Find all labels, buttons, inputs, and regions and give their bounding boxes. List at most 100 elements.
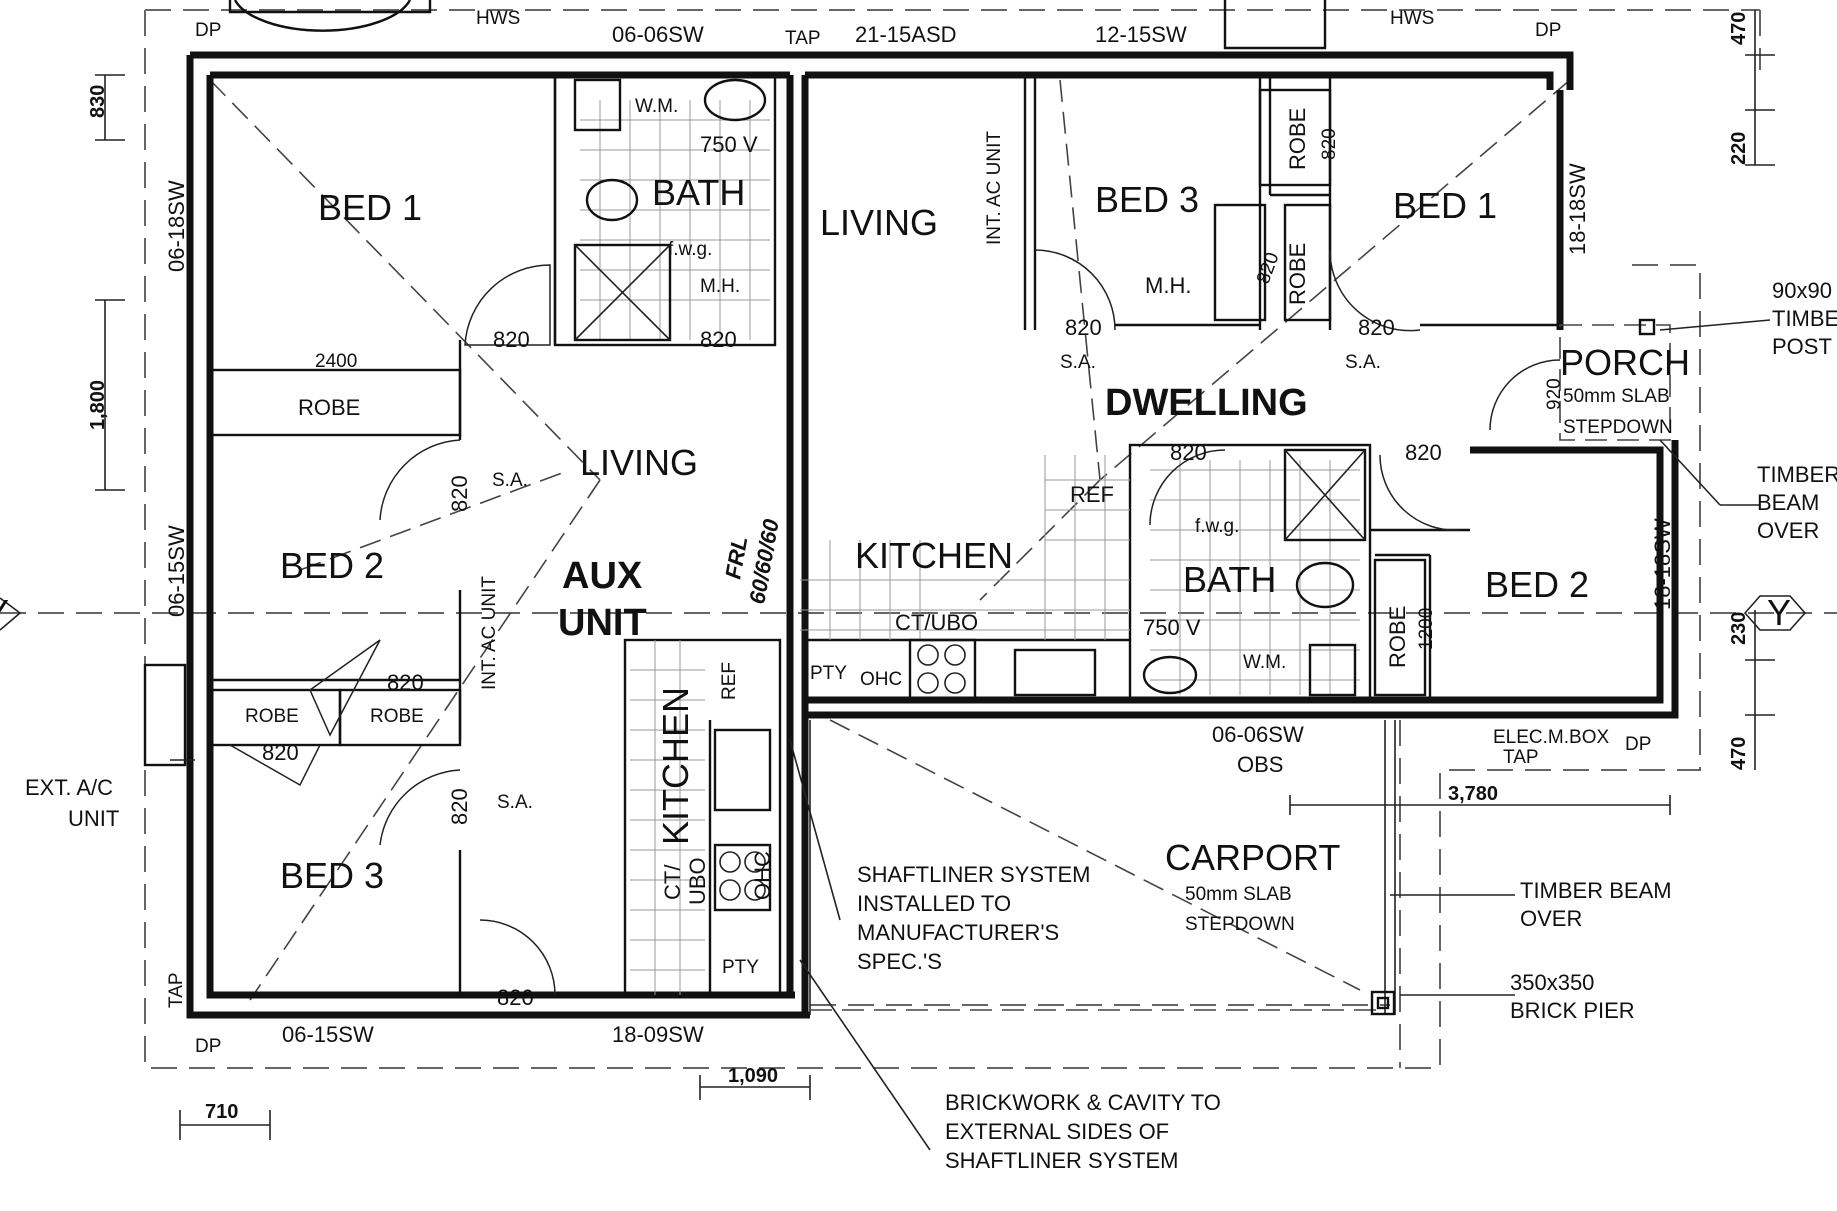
aux-unit-labels: BED 1 BATH LIVING BED 2 BED 3 AUX UNIT K… [164,8,784,1057]
dwelling-dp-right: DP [1625,734,1651,755]
dwelling-bed1-label: BED 1 [1393,185,1497,226]
aux-door6: 820 [447,788,472,825]
aux-living-label: LIVING [580,442,698,483]
dwelling-bath-label: BATH [1183,559,1276,600]
aux-water-heater: 750 V [700,132,758,157]
dwelling-sa2-label: S.A. [1345,352,1381,373]
aux-frl-value: 60/60/60 [744,516,784,605]
dwelling-robe3-label: ROBE [1385,606,1410,668]
aux-sa1-label: S.A. [492,470,528,491]
walls [143,0,1679,1019]
carport-beam-line2: OVER [1520,906,1582,931]
dwelling-elec-box: ELEC.M.BOX [1493,727,1609,748]
brick-line2: EXTERNAL SIDES OF [945,1119,1169,1144]
beam-line3: OVER [1757,518,1819,543]
aux-door7: 820 [497,985,534,1010]
aux-fwg-label: f.w.g. [668,239,712,260]
porch-note2: STEPDOWN [1563,417,1673,438]
aux-window-bottom-left: 06-15SW [282,1022,374,1047]
dwelling-robe1-width: 820 [1319,128,1340,160]
dwelling-wm-label: W.M. [1243,652,1286,673]
dim-right-upper: 220 [1728,132,1750,165]
aux-robe-width: 2400 [315,351,357,372]
brick-line3: SHAFTLINER SYSTEM [945,1148,1178,1173]
dwelling-door-porch: 920 [1544,378,1565,410]
ext-ac-line1: EXT. A/C [25,775,113,800]
dwelling-window-right-upper: 18-18SW [1565,163,1590,255]
aux-frl-label: FRL [720,534,752,580]
aux-window-top: 06-06SW [612,22,704,47]
aux-int-ac-label: INT. AC UNIT [479,576,500,690]
aux-kitchen-label: KITCHEN [655,687,696,845]
dwelling-ctubo-label: CT/UBO [895,610,978,635]
shaft-line3: MANUFACTURER'S [857,920,1059,945]
post-line3: POST [1772,334,1832,359]
dwelling-sa1-label: S.A. [1060,352,1096,373]
aux-door5: 820 [262,740,299,765]
aux-pty-label: PTY [722,957,759,978]
brick-line1: BRICKWORK & CAVITY TO [945,1090,1221,1115]
dwelling-pty-label: PTY [810,663,847,684]
aux-title-line2: UNIT [558,602,647,644]
aux-robe-a-label: ROBE [245,706,299,727]
aux-robe-label: ROBE [298,395,360,420]
grid-markers [0,595,1807,631]
dwelling-ohc-label: OHC [860,669,902,690]
shaft-line2: INSTALLED TO [857,891,1011,916]
pier-line2: BRICK PIER [1510,998,1635,1023]
dwelling-water-heater: 750 V [1143,615,1201,640]
dwelling-hws-label: HWS [1390,8,1434,29]
dwelling-window-top-b: 12-15SW [1095,22,1187,47]
fixtures [573,78,1427,912]
aux-bath-label: BATH [652,172,745,213]
ext-ac-line2: UNIT [68,806,119,831]
dwelling-window-top-a: 21-15ASD [855,22,957,47]
aux-sa2-label: S.A. [497,792,533,813]
dim-right-lower: 470 [1728,737,1750,770]
aux-bed2-label: BED 2 [280,545,384,586]
grid-marker-left: Y [0,592,9,633]
shaft-line1: SHAFTLINER SYSTEM [857,862,1090,887]
dimensions: 830 1,800 470 220 230 470 3,780 1,090 71… [0,12,1791,1123]
dim-carport-width: 3,780 [1448,783,1498,805]
pier-line1: 350x350 [1510,970,1594,995]
aux-ohc-label: OHC [750,851,775,900]
dim-left-top: 830 [87,85,109,118]
leader-lines [95,10,1775,1151]
dim-bottom-mid: 1,090 [728,1065,778,1087]
aux-robe-b-label: ROBE [370,706,424,727]
grid-marker-right: Y [1767,592,1791,633]
roof-outline [0,9,1837,1069]
aux-window-left-lower: 06-15SW [164,525,189,617]
dwelling-window-right-lower: 18-18SW [1650,518,1675,610]
aux-bed3-label: BED 3 [280,855,384,896]
dwelling-tap-top: TAP [785,28,821,49]
aux-dp-bottom: DP [195,1036,221,1057]
aux-title-line1: AUX [562,555,643,597]
door-swings [229,249,1561,996]
dwelling-window-obs: OBS [1237,752,1283,777]
dwelling-fwg-label: f.w.g. [1195,516,1239,537]
dim-right-mid: 230 [1728,612,1750,645]
carport-note2: STEPDOWN [1185,914,1295,935]
dwelling-int-ac-label: INT. AC UNIT [984,131,1005,245]
aux-ct-label: CT/ [660,864,685,900]
dwelling-robe2-width: 820 [1253,250,1284,287]
dim-bottom-left: 710 [205,1101,238,1123]
carport-beam-line1: TIMBER BEAM [1520,878,1672,903]
dwelling-kitchen-label: KITCHEN [855,535,1013,576]
beam-line2: BEAM [1757,490,1819,515]
dwelling-robe1-label: ROBE [1285,108,1310,170]
dwelling-dp-top: DP [1535,20,1561,41]
dwelling-mh-label: M.H. [1145,273,1191,298]
aux-door4: 820 [387,670,424,695]
beam-line1: TIMBER [1757,462,1837,487]
aux-mh-label: M.H. [700,276,740,297]
dwelling-title: DWELLING [1105,382,1308,424]
aux-bed1-label: BED 1 [318,187,422,228]
post-line1: 90x90 [1772,278,1832,303]
tile-grids [580,100,1360,995]
dim-left-mid: 1,800 [87,380,109,430]
dwelling-bed2-label: BED 2 [1485,564,1589,605]
